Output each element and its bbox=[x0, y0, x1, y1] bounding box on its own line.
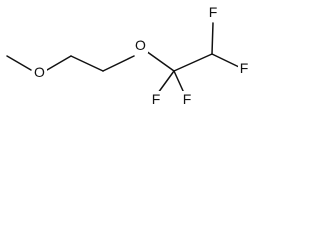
bond-c4-c5 bbox=[173, 53, 213, 72]
atom-label-o2: O bbox=[135, 37, 146, 53]
bond-c3-o2 bbox=[102, 55, 135, 72]
bond-methyl-o1 bbox=[6, 55, 32, 71]
atom-label-f4: F bbox=[183, 91, 192, 107]
bond-c4-f4 bbox=[173, 70, 185, 94]
atom-fluorine-2: F bbox=[238, 60, 250, 76]
bond-c2-c3 bbox=[70, 55, 104, 72]
atom-label-o1: O bbox=[34, 64, 45, 80]
atom-oxygen-2: O bbox=[133, 37, 148, 53]
atom-oxygen-1: O bbox=[32, 64, 47, 80]
bond-o2-c4 bbox=[145, 50, 175, 72]
bond-layer bbox=[6, 22, 240, 94]
bond-c5-f1 bbox=[211, 22, 214, 55]
atom-fluorine-4: F bbox=[181, 91, 193, 107]
chemical-structure-diagram: O O F F F F bbox=[6, 4, 250, 107]
atom-fluorine-3: F bbox=[150, 91, 162, 107]
atom-label-f2: F bbox=[240, 60, 249, 76]
atom-fluorine-1: F bbox=[207, 4, 219, 20]
bond-c5-f2 bbox=[211, 53, 240, 68]
atom-label-f1: F bbox=[209, 4, 218, 20]
atom-layer: O O F F F F bbox=[32, 4, 250, 107]
bond-o1-c2 bbox=[46, 55, 72, 71]
bond-c4-f3 bbox=[157, 70, 175, 94]
atom-label-f3: F bbox=[152, 91, 161, 107]
